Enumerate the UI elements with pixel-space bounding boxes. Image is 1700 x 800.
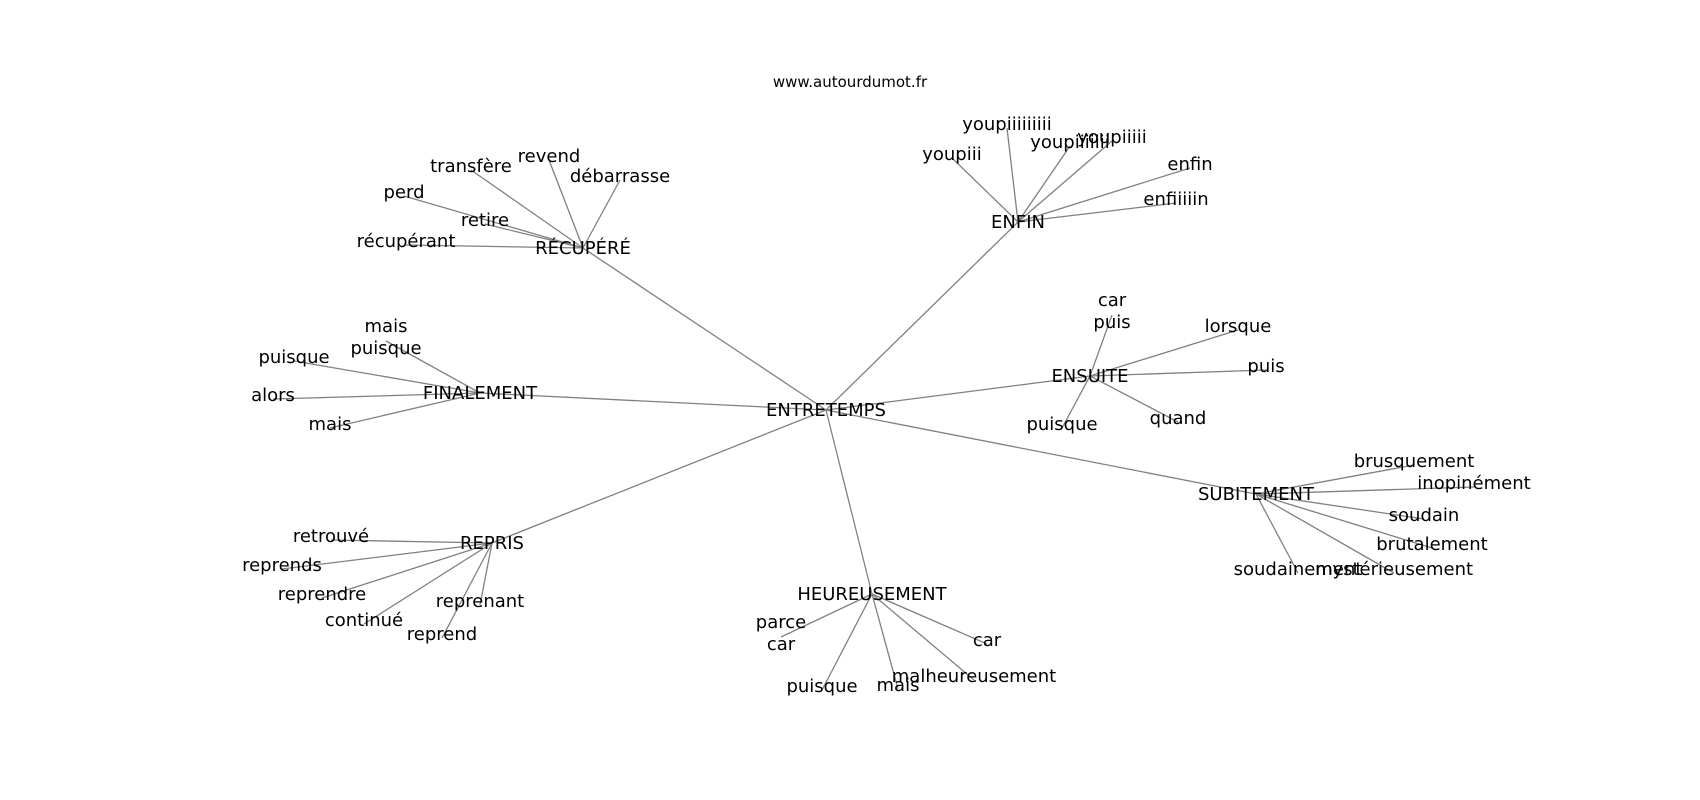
leaf-node: youpiiiiiiiii <box>962 114 1052 135</box>
edge-hub-leaf <box>1255 493 1299 574</box>
leaf-node: puis <box>1247 356 1284 377</box>
leaf-node: quand <box>1150 408 1207 429</box>
site-label: www.autourdumot.fr <box>773 73 928 91</box>
edge-hub-leaf <box>951 157 1019 223</box>
leaf-node: reprend <box>407 624 477 645</box>
edge-hub-leaf <box>1089 314 1113 377</box>
edge-hub-leaf <box>548 159 584 249</box>
leaf-node: soudainement <box>1234 559 1363 580</box>
edge-hub-leaf <box>281 542 493 570</box>
edge-hub-leaf <box>405 244 584 249</box>
edge-hub-leaf <box>780 593 873 638</box>
leaf-node: youpiii <box>922 144 982 165</box>
edges-layer <box>272 127 1475 691</box>
leaf-node: puisque <box>1026 414 1097 435</box>
edge-hub-leaf <box>321 542 493 599</box>
leaf-node: car <box>973 630 1002 651</box>
edge-hub-leaf <box>1255 493 1425 520</box>
edge-hub-leaf <box>871 593 988 645</box>
edge-hub-leaf <box>1255 486 1475 495</box>
leaf-node: reprenant <box>436 591 525 612</box>
edge-root-hub <box>825 409 1257 495</box>
edge-hub-leaf <box>1017 202 1177 223</box>
leaf-node: youpiiiiiii <box>1030 132 1110 153</box>
leaf-node: retire <box>461 210 509 231</box>
leaf-node: alors <box>251 385 295 406</box>
edge-hub-leaf <box>1089 369 1267 377</box>
edge-hub-leaf <box>484 223 584 249</box>
leaf-node: puisque <box>786 676 857 697</box>
leaf-node: soudain <box>1389 505 1460 526</box>
edge-root-hub <box>825 409 873 595</box>
edge-hub-leaf <box>1255 493 1395 574</box>
edge-hub-leaf <box>821 593 873 691</box>
edge-root-hub <box>825 375 1091 411</box>
leaf-node: puisque <box>258 347 329 368</box>
edge-hub-leaf <box>330 539 493 544</box>
leaf-node: perd <box>383 182 424 203</box>
leaf-node: enfin <box>1167 154 1212 175</box>
leaf-node: brutalement <box>1376 534 1487 555</box>
edge-hub-leaf <box>1089 375 1179 423</box>
leaf-node: mystérieusement <box>1315 559 1473 580</box>
edge-hub-leaf <box>385 340 481 394</box>
hub-node: RÉCUPÉRÉ <box>535 237 631 259</box>
edge-hub-leaf <box>1061 375 1091 429</box>
leaf-node: transfère <box>430 156 512 177</box>
leaf-node: reprends <box>242 555 322 576</box>
hub-node: ENFIN <box>991 212 1045 233</box>
leaf-node: lorsque <box>1205 316 1272 337</box>
edge-hub-leaf <box>293 360 481 394</box>
leaf-node: reprendre <box>278 584 367 605</box>
hub-node: HEUREUSEMENT <box>797 584 947 605</box>
leaf-node: youpiiiii <box>1077 127 1147 148</box>
leaf-node: continué <box>325 610 403 631</box>
edge-hub-leaf <box>272 392 481 400</box>
edge-hub-leaf <box>403 195 584 249</box>
edge-hub-leaf <box>1017 145 1071 223</box>
edge-hub-leaf <box>1017 167 1191 223</box>
leaf-node: inopinément <box>1417 473 1530 494</box>
leaf-node: malheureusement <box>892 666 1056 687</box>
leaf-node: récupérant <box>357 231 456 252</box>
edge-hub-leaf <box>871 593 975 681</box>
edge-hub-leaf <box>1255 464 1415 495</box>
edge-hub-leaf <box>582 179 621 249</box>
leaf-node: débarrasse <box>570 166 670 187</box>
edge-root-hub <box>825 221 1019 411</box>
edge-hub-leaf <box>470 169 584 249</box>
leaf-node: retrouvé <box>293 526 369 547</box>
leaf-node: brusquement <box>1354 451 1475 472</box>
root-node: ENTRETEMPS <box>766 400 886 421</box>
leaf-node: mais <box>877 675 920 696</box>
edge-root-hub <box>491 409 827 544</box>
edge-hub-leaf <box>1089 329 1239 377</box>
leaf-node: revend <box>518 146 581 167</box>
hub-node: SUBITEMENT <box>1198 484 1315 505</box>
hub-node: ENSUITE <box>1051 366 1128 387</box>
edge-hub-leaf <box>441 542 493 639</box>
hub-node: FINALEMENT <box>423 383 538 404</box>
edge-hub-leaf <box>1255 493 1433 549</box>
edge-root-hub <box>582 247 827 411</box>
edge-hub-leaf <box>1017 140 1113 223</box>
leaf-node: enfiiiiin <box>1143 189 1208 210</box>
edge-hub-leaf <box>329 392 481 429</box>
edge-hub-leaf <box>871 593 899 690</box>
edge-hub-leaf <box>1006 127 1019 223</box>
edge-root-hub <box>479 392 827 411</box>
edge-hub-leaf <box>363 542 493 625</box>
leaf-node: mais <box>309 414 352 435</box>
edge-hub-leaf <box>479 542 493 606</box>
labels-layer: ENTRETEMPS RÉCUPÉRÉ transfère revenddébarra… <box>242 114 1531 697</box>
hub-node: REPRIS <box>460 533 524 554</box>
